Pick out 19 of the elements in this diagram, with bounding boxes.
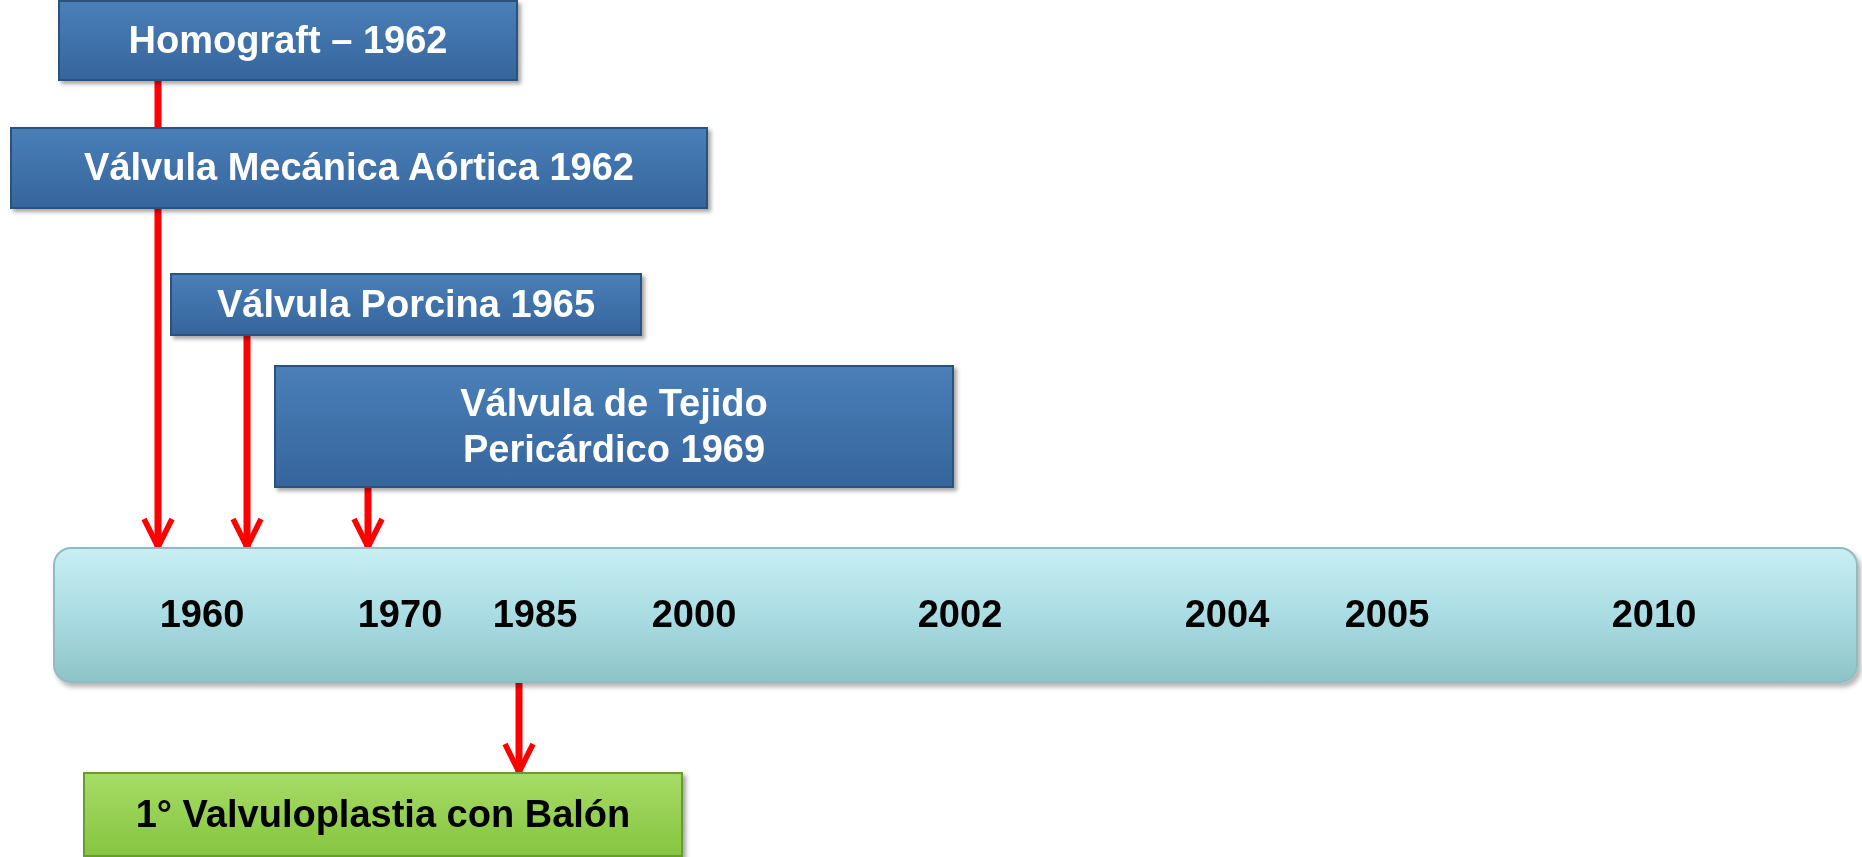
- event-box: Válvula Porcina 1965: [170, 273, 642, 336]
- event-box: 1° Valvuloplastia con Balón: [83, 772, 683, 857]
- arrow: [230, 336, 264, 550]
- event-box: Válvula de Tejido Pericárdico 1969: [274, 365, 954, 488]
- year-label: 2005: [1344, 592, 1430, 637]
- arrow: [502, 683, 536, 775]
- arrow: [351, 488, 385, 550]
- event-box: Homograft – 1962: [58, 0, 518, 81]
- year-label: 1960: [159, 592, 245, 637]
- year-label: 2000: [651, 592, 737, 637]
- year-label: 1970: [357, 592, 443, 637]
- year-label: 1985: [492, 592, 578, 637]
- event-box: Válvula Mecánica Aórtica 1962: [10, 127, 708, 209]
- connector-line: [154, 81, 162, 127]
- timeline-bar: [53, 547, 1858, 683]
- year-label: 2010: [1611, 592, 1697, 637]
- year-label: 2004: [1184, 592, 1270, 637]
- year-label: 2002: [917, 592, 1003, 637]
- arrow: [141, 209, 175, 550]
